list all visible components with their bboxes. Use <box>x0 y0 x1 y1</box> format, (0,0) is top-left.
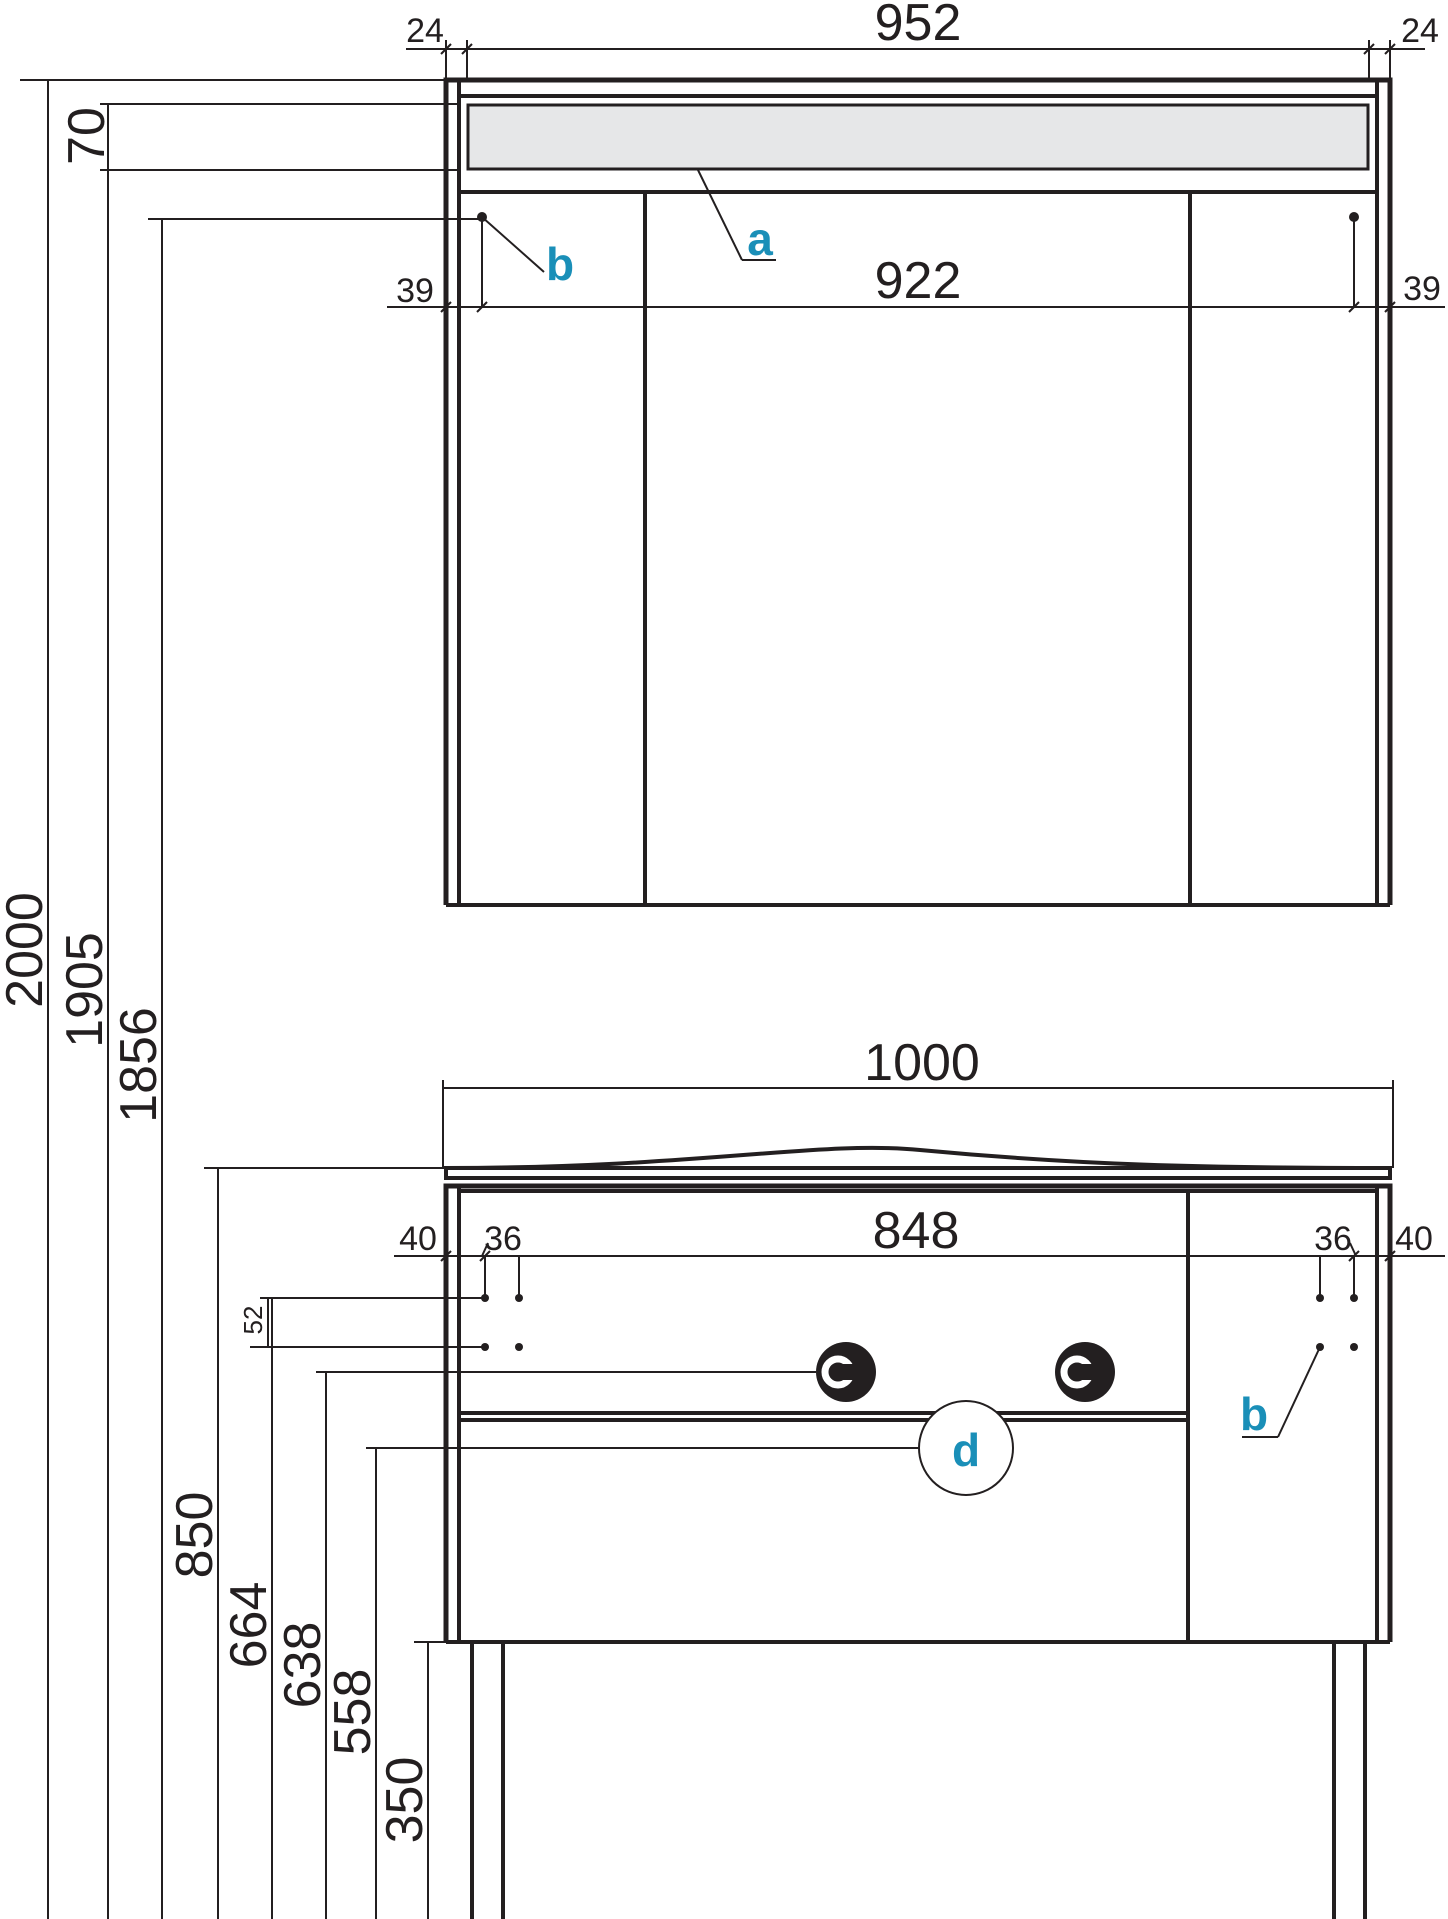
height-pipes-label: 558 <box>324 1669 382 1756</box>
callout-b-mirror-label: b <box>546 238 574 290</box>
mirror-cabinet-outline <box>443 77 1393 905</box>
mirror-inner-width-label: 922 <box>875 252 962 310</box>
vanity-body <box>443 1183 1393 1642</box>
height-total-label: 2000 <box>0 892 54 1008</box>
drain-callout-label: d <box>952 1424 980 1476</box>
height-mirror-holes-label: 1856 <box>110 1007 168 1123</box>
mirror-cabinet <box>443 77 1393 907</box>
callout-a-label: a <box>747 213 773 265</box>
vanity-inner-dimensions: 848 40 36 36 40 <box>394 1202 1445 1262</box>
drain-callout: d <box>918 1400 1014 1496</box>
height-drain-label: 350 <box>376 1757 434 1844</box>
mirror-hole-left-label: 39 <box>396 272 434 310</box>
vanity-width-dimensions: 1000 <box>442 1034 1394 1168</box>
hole-spacing-label: 52 <box>238 1306 268 1335</box>
countertop <box>444 1166 1392 1180</box>
vanity-edge-right-label: 40 <box>1395 1220 1433 1258</box>
mirror-side-right-label: 24 <box>1401 12 1439 50</box>
vanity-unit: c c d b <box>443 1145 1393 1919</box>
callout-a: a <box>697 169 776 265</box>
vanity-inner-width-label: 848 <box>873 1202 960 1260</box>
mirror-inner-dimensions: 922 39 39 <box>387 252 1445 313</box>
vanity-hole-left-label: 36 <box>484 1220 522 1258</box>
height-vanity-top-label: 850 <box>166 1492 224 1579</box>
vanity-hole-right-label: 36 <box>1314 1220 1352 1258</box>
vanity-edge-left-label: 40 <box>399 1220 437 1258</box>
height-lower-holes-label: 638 <box>274 1622 332 1709</box>
light-panel <box>466 103 1370 171</box>
height-dimensions: 2000 1905 70 1856 850 664 52 638 558 350 <box>0 79 919 1919</box>
height-upper-holes-label: 664 <box>220 1582 278 1669</box>
vanity-mount-holes <box>481 1256 1358 1351</box>
mirror-width-dimensions: 952 24 24 <box>406 0 1439 80</box>
callout-b-mirror: b <box>481 216 574 290</box>
height-light-label: 70 <box>58 107 116 165</box>
mirror-side-left-label: 24 <box>406 12 444 50</box>
mirror-width-label: 952 <box>875 0 962 52</box>
callout-b-vanity: b <box>1240 1346 1321 1440</box>
pipe-marker-1: c <box>816 1342 876 1402</box>
height-mirror-top-label: 1905 <box>56 932 114 1048</box>
callout-b-vanity-label: b <box>1240 1388 1268 1440</box>
mirror-hole-right-label: 39 <box>1403 270 1441 308</box>
vanity-width-label: 1000 <box>864 1034 980 1092</box>
pipe-marker-2: c <box>1055 1342 1115 1402</box>
